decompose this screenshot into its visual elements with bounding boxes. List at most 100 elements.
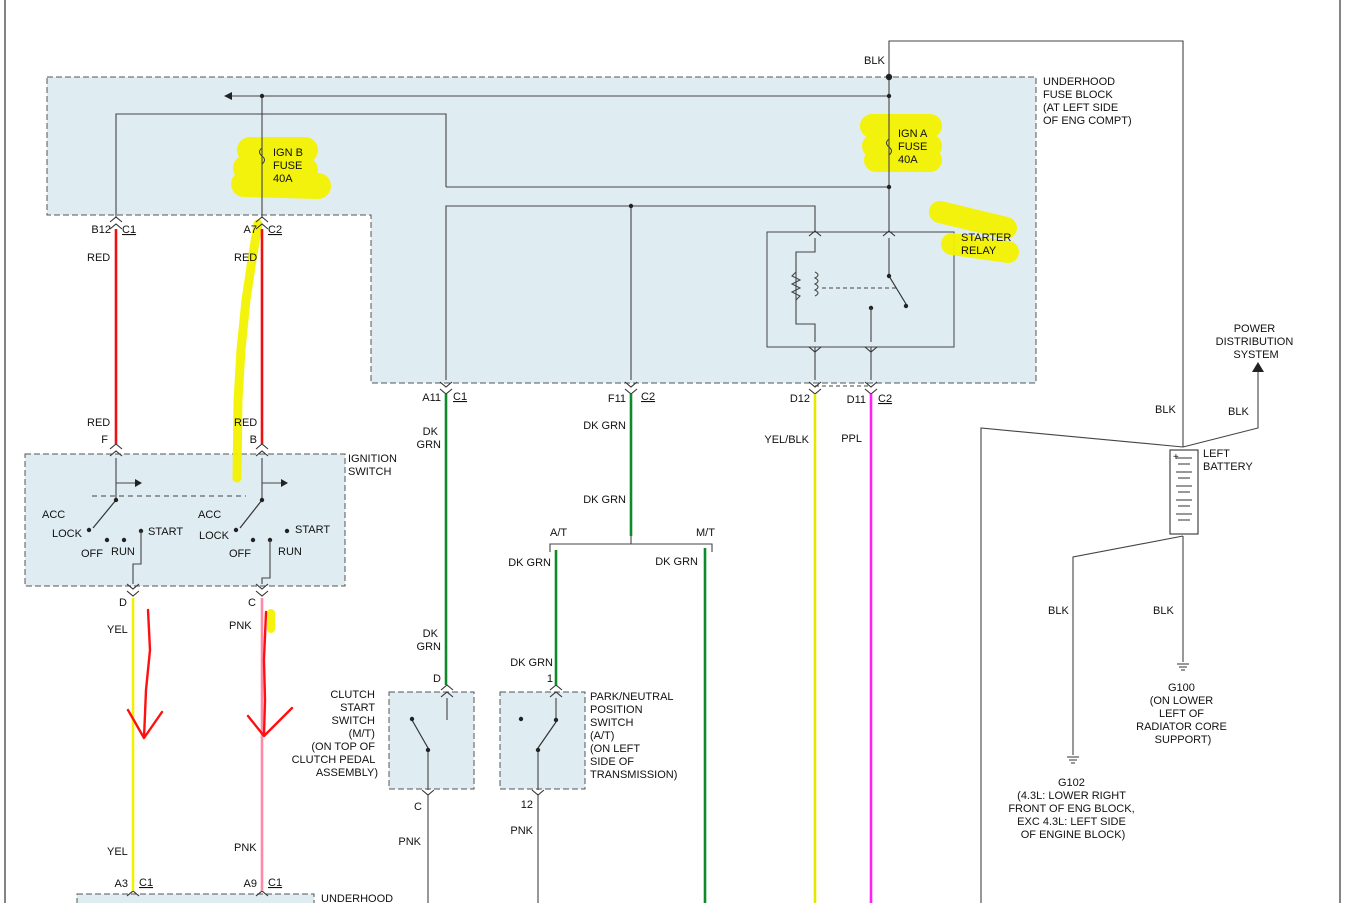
- splice-dot: [885, 73, 893, 81]
- pn-switch-label: PARK/NEUTRAL POSITION SWITCH (A/T) (ON L…: [590, 691, 677, 781]
- highlight-starter-relay: [929, 201, 1019, 263]
- internal-circuit-lines: [115, 40, 1259, 903]
- pos-off-1: OFF: [81, 548, 103, 560]
- wire-label-red-1: RED: [87, 252, 110, 264]
- wire-label-dkgrn-at: DK GRN: [508, 557, 551, 569]
- connector-b12: B12: [91, 224, 111, 236]
- ign-b-fuse-label: IGN B FUSE 40A: [273, 147, 306, 185]
- wire-label-blk-g102: BLK: [1048, 605, 1069, 617]
- connector-f11: F11: [608, 393, 626, 405]
- connector-a11: A11: [422, 392, 441, 404]
- ignition-switch-label: IGNITION SWITCH: [348, 453, 400, 478]
- pn-switch-contacts: [518, 698, 559, 790]
- ign-a-fuse-symbol: [885, 138, 893, 156]
- wire-label-yel-2: YEL: [107, 846, 128, 858]
- wire-label-dkgrn-clutch: DK GRN: [417, 628, 442, 653]
- ign-a-fuse-label: IGN A FUSE 40A: [898, 128, 930, 166]
- connector-a3: A3: [115, 878, 128, 890]
- wire-label-pnk-1: PNK: [229, 620, 252, 632]
- pos-mt: M/T: [696, 527, 715, 539]
- wire-label-yel-blk: YEL/BLK: [764, 434, 809, 446]
- connector-c2-b: C2: [641, 391, 655, 403]
- pin-b: B: [250, 434, 257, 446]
- wire-label-pnk-clutch: PNK: [398, 836, 421, 848]
- wire-label-blk-g100: BLK: [1153, 605, 1174, 617]
- pn-pin-12: 12: [521, 799, 533, 811]
- starter-relay-box: [766, 231, 955, 348]
- pos-start-2: START: [295, 524, 330, 536]
- power-distribution-label: POWER DISTRIBUTION SYSTEM: [1216, 323, 1297, 361]
- starter-relay-label: STARTER RELAY: [961, 232, 1014, 257]
- pin-c: C: [248, 597, 256, 609]
- splice-dot-4: [886, 184, 892, 190]
- wire-label-dkgrn-mt: DK GRN: [655, 556, 698, 568]
- pin-d: D: [119, 597, 127, 609]
- wire-label-blk-bat-l: BLK: [1155, 404, 1176, 416]
- highlight-ign-a-fuse: [860, 114, 942, 172]
- connector-a9: A9: [244, 878, 257, 890]
- connector-c1-b: C1: [453, 391, 467, 403]
- connector-c1-a: C1: [122, 224, 136, 236]
- pos-lock-1: LOCK: [52, 528, 83, 540]
- pos-run-1: RUN: [111, 546, 135, 558]
- wire-label-dkgrn-pn: DK GRN: [510, 657, 553, 669]
- clutch-pin-d: D: [433, 673, 441, 685]
- wire-label-pnk-pn: PNK: [510, 825, 533, 837]
- splice-dot-3: [259, 93, 265, 99]
- highlight-red-wire: [232, 219, 263, 483]
- arrow-left-head: [224, 92, 232, 100]
- power-distribution-arrow: [1252, 362, 1264, 372]
- left-battery-symbol: +: [1169, 449, 1199, 535]
- starter-relay-coil: [790, 238, 909, 342]
- fuse-block-bottom-label: UNDERHOOD: [321, 893, 393, 903]
- ground-g102-symbol: [1067, 756, 1079, 764]
- connector-a7: A7: [244, 224, 257, 236]
- clutch-switch-contacts: [409, 698, 448, 790]
- pos-lock-2: LOCK: [199, 530, 230, 542]
- ign-b-fuse-symbol: [258, 147, 266, 165]
- pos-acc-1: ACC: [42, 509, 65, 521]
- clutch-switch-label: CLUTCH START SWITCH (M/T) (ON TOP OF CLU…: [292, 689, 378, 779]
- connector-c2-a: C2: [268, 224, 282, 236]
- highlight-ign-b-fuse: [231, 137, 331, 199]
- svg-text:+: +: [1173, 452, 1179, 463]
- wire-label-blk-bat-r: BLK: [1228, 406, 1249, 418]
- wire-label-red-4: RED: [234, 417, 257, 429]
- wire-label-dkgrn-f11-2: DK GRN: [583, 494, 626, 506]
- wire-label-dkgrn-a11: DK GRN: [417, 426, 442, 451]
- splice-dot-2: [886, 93, 892, 99]
- underhood-fuse-block-bottom-box: [76, 893, 315, 903]
- clutch-start-switch-box: [388, 691, 475, 790]
- connector-c1-d: C1: [268, 877, 282, 889]
- wire-label-dkgrn-f11-1: DK GRN: [583, 420, 626, 432]
- ignition-switch-contacts: [86, 458, 290, 584]
- g102-label: G102 (4.3L: LOWER RIGHT FRONT OF ENG BLO…: [1008, 777, 1137, 841]
- wire-label-pnk-2: PNK: [234, 842, 257, 854]
- annotation-arrow-right: [246, 610, 294, 738]
- connector-d11: D11: [847, 394, 866, 406]
- g100-label: G100 (ON LOWER LEFT OF RADIATOR CORE SUP…: [1136, 682, 1230, 746]
- wire-label-ppl: PPL: [841, 433, 862, 445]
- pos-off-2: OFF: [229, 548, 251, 560]
- ground-g100-symbol: [1177, 663, 1189, 671]
- pos-start-1: START: [148, 526, 183, 538]
- pn-pin-1: 1: [547, 673, 553, 685]
- annotation-arrow-left: [126, 608, 164, 740]
- pos-acc-2: ACC: [198, 509, 221, 521]
- splice-dot-5: [628, 203, 634, 209]
- left-battery-label: LEFT BATTERY: [1203, 448, 1253, 473]
- connector-d12: D12: [790, 393, 810, 405]
- wire-label-yel-1: YEL: [107, 624, 128, 636]
- pos-at: A/T: [550, 527, 567, 539]
- connector-c2-c: C2: [878, 393, 892, 405]
- wire-label-red-3: RED: [87, 417, 110, 429]
- pin-f: F: [101, 434, 108, 446]
- wire-label-blk-top: BLK: [864, 55, 885, 67]
- clutch-pin-c: C: [414, 801, 422, 813]
- ignition-switch-box: [24, 453, 346, 587]
- wire-label-red-2: RED: [234, 252, 257, 264]
- pos-run-2: RUN: [278, 546, 302, 558]
- fuse-block-label: UNDERHOOD FUSE BLOCK (AT LEFT SIDE OF EN…: [1043, 76, 1132, 127]
- connector-c1-c: C1: [139, 877, 153, 889]
